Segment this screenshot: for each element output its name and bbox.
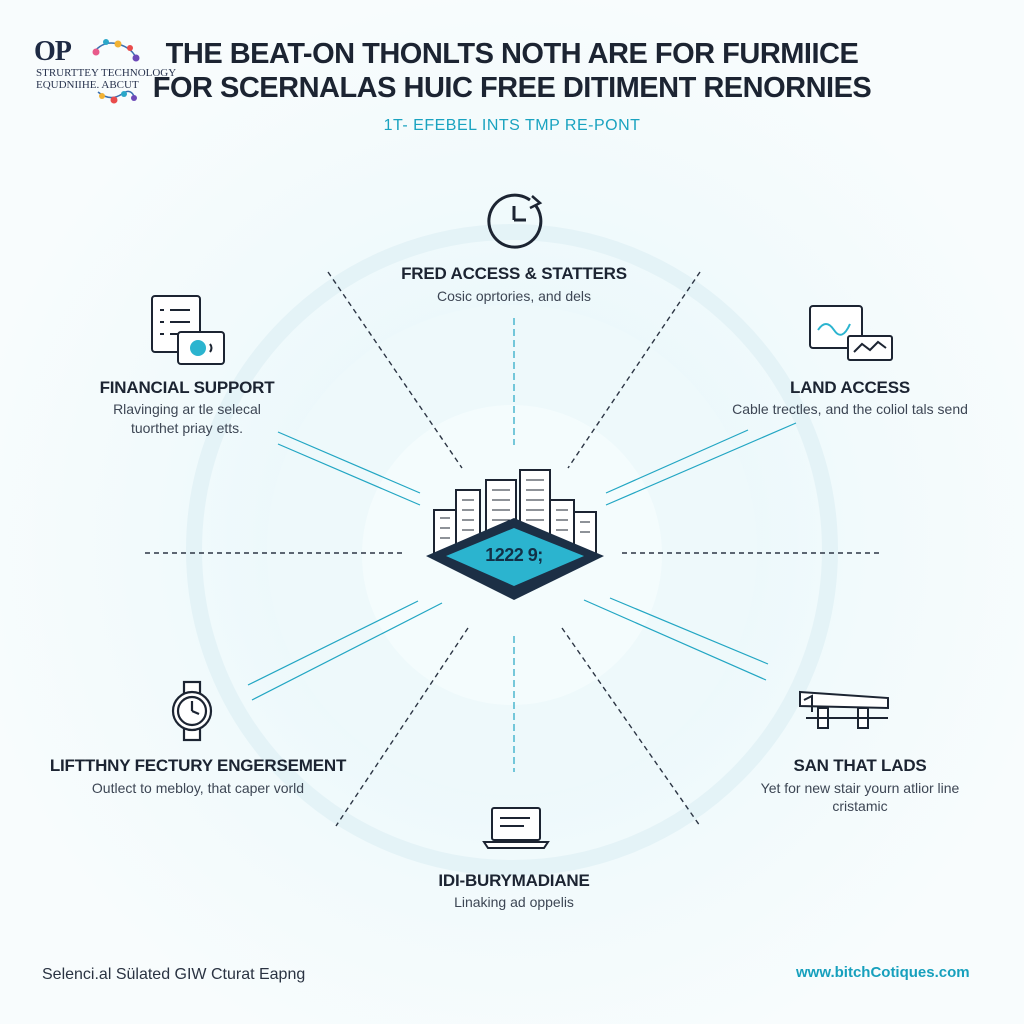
- wristwatch-icon: [171, 680, 213, 742]
- logo-tagline-1: STRURTTEY TECHNOLOGY: [36, 67, 177, 79]
- footer-website-link[interactable]: www.bitchCotiques.com: [796, 964, 970, 981]
- spoke-upper-left: [327, 271, 463, 469]
- connector-ll-b: [251, 602, 443, 701]
- spoke-lower-right: [561, 627, 701, 827]
- page-title-line-2: FOR SCERNALAS HUIC FREE DITIMENT RENORNI…: [152, 72, 872, 104]
- page-title-line-1: THE BEAT-ON THONLTS NOTH ARE FOR FURMIIC…: [165, 38, 859, 70]
- logo-tagline-2: EQUDNIIHE. ABCUT: [36, 79, 139, 91]
- node-upper-left-title: FINANCIAL SUPPORT: [99, 378, 275, 397]
- page-subtitle: 1T- EFEBEL INTS TMP RE-PONT: [383, 117, 641, 134]
- node-upper-right-title: LAND ACCESS: [790, 378, 910, 397]
- outer-ring: [186, 224, 838, 876]
- node-upper-left-desc-1: Rlavinging ar tle selecal: [113, 401, 261, 417]
- footer-caption: Selenci.al Sülated GIW Cturat Eapng: [42, 966, 306, 983]
- node-upper-right-desc: Cable trectles, and the coliol tals send: [732, 401, 968, 417]
- connector-ul-b: [277, 443, 421, 506]
- node-top-desc: Cosic oprtories, and dels: [436, 288, 592, 304]
- node-lower-right-desc-1: Yet for new stair yourn atlior line: [760, 780, 960, 796]
- bridge-icon: [799, 690, 889, 729]
- radial-spokes: [145, 271, 880, 827]
- connector-lr-b: [609, 597, 769, 665]
- node-upper-left-desc-2: tuorthet priay etts.: [130, 420, 244, 436]
- node-lower-right-title: SAN THAT LADS: [793, 756, 927, 775]
- connector-ur-a: [605, 429, 749, 494]
- node-lower-left-title: LIFTTHNY FECTURY ENGERSEMENT: [49, 756, 347, 775]
- spoke-lower-left: [335, 627, 469, 827]
- laptop-icon: [482, 807, 550, 849]
- logo-mark: OP: [34, 36, 72, 67]
- node-bottom-title: IDI-BURYMADIANE: [438, 871, 590, 890]
- connector-ul-a: [277, 431, 421, 494]
- connector-lr-a: [583, 599, 767, 681]
- center-value: 1222 9;: [485, 545, 543, 565]
- spoke-upper-right: [567, 271, 701, 469]
- connector-ur-b: [605, 422, 797, 506]
- node-bottom-desc: Linaking ad oppelis: [454, 894, 574, 910]
- node-lower-right-desc-2: cristamic: [832, 798, 888, 814]
- document-tablet-icon: [151, 295, 225, 365]
- node-lower-left-desc: Outlect to mebloy, that caper vorld: [91, 780, 305, 796]
- connector-ll-a: [247, 600, 419, 686]
- logo-network-icon: [92, 39, 140, 104]
- node-top-title: FRED ACCESS & STATTERS: [401, 264, 627, 283]
- connector-lines: [247, 318, 797, 772]
- clock-icon: [487, 193, 543, 249]
- center-diamond: [446, 528, 584, 586]
- monitor-chart-icon: [809, 305, 893, 361]
